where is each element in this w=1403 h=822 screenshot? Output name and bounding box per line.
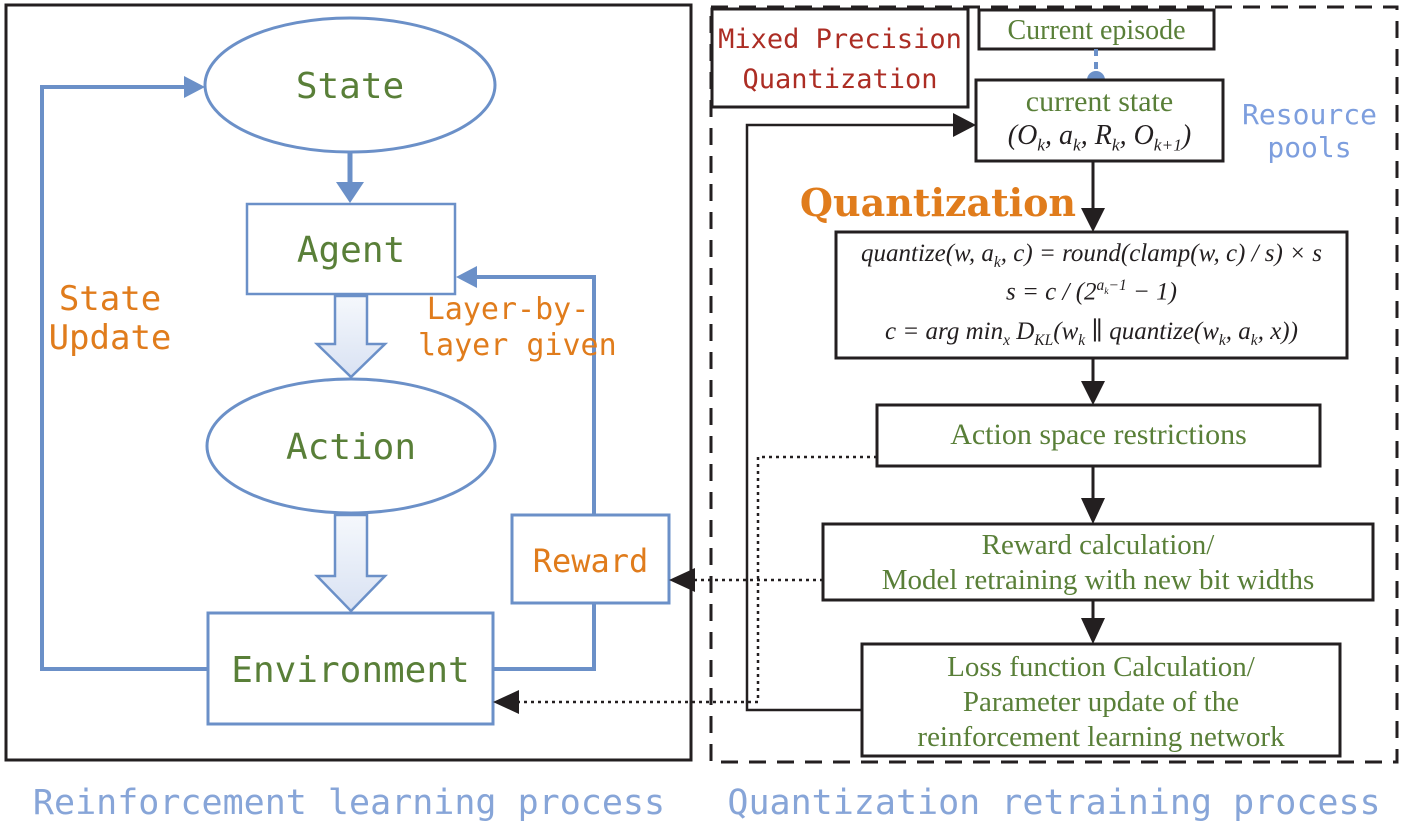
loss-line3: reinforcement learning network <box>917 721 1285 753</box>
current-state-tuple: (Ok, ak, Rk, Ok+1) <box>1007 120 1192 155</box>
reward-loop-line <box>477 275 596 671</box>
reward-calc-line1: Reward calculation/ <box>981 529 1215 561</box>
state-update-annotation: State Update <box>25 280 195 358</box>
reward-box <box>510 513 671 605</box>
quantization-heading: Quantization <box>799 180 1077 225</box>
mixed-precision-header: Mixed Precision Quantization <box>712 20 968 100</box>
reward-calc-label: Reward calculation/ Model retraining wit… <box>823 528 1373 598</box>
reward-calc-in-arrowhead-icon <box>1081 498 1105 524</box>
loss-line1: Loss function Calculation/ <box>947 651 1255 683</box>
reward-calc-box <box>821 522 1375 602</box>
state-update-loop-line <box>40 85 208 671</box>
formula-box <box>834 230 1349 360</box>
loss-line2: Parameter update of the <box>962 686 1240 718</box>
environment-label: Environment <box>231 650 470 691</box>
loss-box <box>860 642 1342 758</box>
reward-in-arrowhead-icon <box>669 568 695 592</box>
agent-label: Agent <box>296 230 406 271</box>
layer-by-layer-line1: Layer-by- <box>426 292 590 327</box>
current-state-in-arrowhead-icon <box>953 113 976 137</box>
mixed-precision-line2: Quantization <box>742 64 938 95</box>
agent-in-arrowhead-icon <box>456 266 477 288</box>
action-ellipse <box>205 377 497 515</box>
agent-box <box>245 202 457 296</box>
state-update-line1: State <box>58 279 162 319</box>
current-state-box <box>974 78 1225 163</box>
clip-formula: c = arg minx DKL(wk ∥ quantize(wk, ak, x… <box>885 318 1298 349</box>
quantization-panel-border <box>709 5 1399 764</box>
reinforcement-caption: Reinforcement learning process <box>32 783 666 822</box>
state-label: State <box>295 66 405 107</box>
feedback-loop-line <box>745 123 953 712</box>
action-space-to-environment-dotted-line <box>519 455 877 704</box>
current-state-title: current state <box>1025 85 1174 118</box>
environment-box <box>206 611 495 726</box>
resource-pools-line1: Resource <box>1242 98 1377 131</box>
action-space-in-arrowhead-icon <box>1081 381 1105 405</box>
layer-by-layer-annotation: Layer-by- layer given <box>418 292 617 364</box>
formula-in-arrowhead-icon <box>1081 208 1105 232</box>
reward-label: Reward <box>532 542 649 580</box>
environment-in-arrowhead-icon <box>493 690 519 714</box>
reward-calc-line2: Model retraining with new bit widths <box>881 564 1315 596</box>
action-space-label: Action space restrictions <box>950 418 1247 451</box>
state-update-line2: Update <box>48 318 172 358</box>
loss-in-arrowhead-icon <box>1081 618 1105 644</box>
mixed-precision-line1: Mixed Precision <box>718 24 962 55</box>
action-to-environment-hollow-arrow-icon <box>314 513 388 613</box>
quantization-caption: Quantization retraining process <box>727 783 1381 822</box>
mixed-precision-box <box>710 7 970 109</box>
action-label: Action <box>285 427 417 468</box>
current-episode-box <box>977 8 1216 51</box>
agent-to-action-hollow-arrow-icon <box>313 294 389 379</box>
action-space-box <box>875 403 1322 468</box>
scale-formula: s = c / (2ak−1 − 1) <box>1006 277 1177 306</box>
resource-pools-label: Resource pools <box>1227 98 1392 164</box>
reinforcement-panel-border <box>4 3 693 762</box>
state-update-arrowhead-icon <box>184 76 205 98</box>
layer-by-layer-line2: layer given <box>418 328 617 363</box>
loss-label: Loss function Calculation/ Parameter upd… <box>862 650 1340 755</box>
quantize-formula: quantize(w, ak, c) = round(clamp(w, c) /… <box>861 240 1322 271</box>
state-to-agent-arrowhead-icon <box>336 182 364 203</box>
current-episode-label: Current episode <box>1007 15 1186 46</box>
resource-pools-line2: pools <box>1267 131 1352 164</box>
